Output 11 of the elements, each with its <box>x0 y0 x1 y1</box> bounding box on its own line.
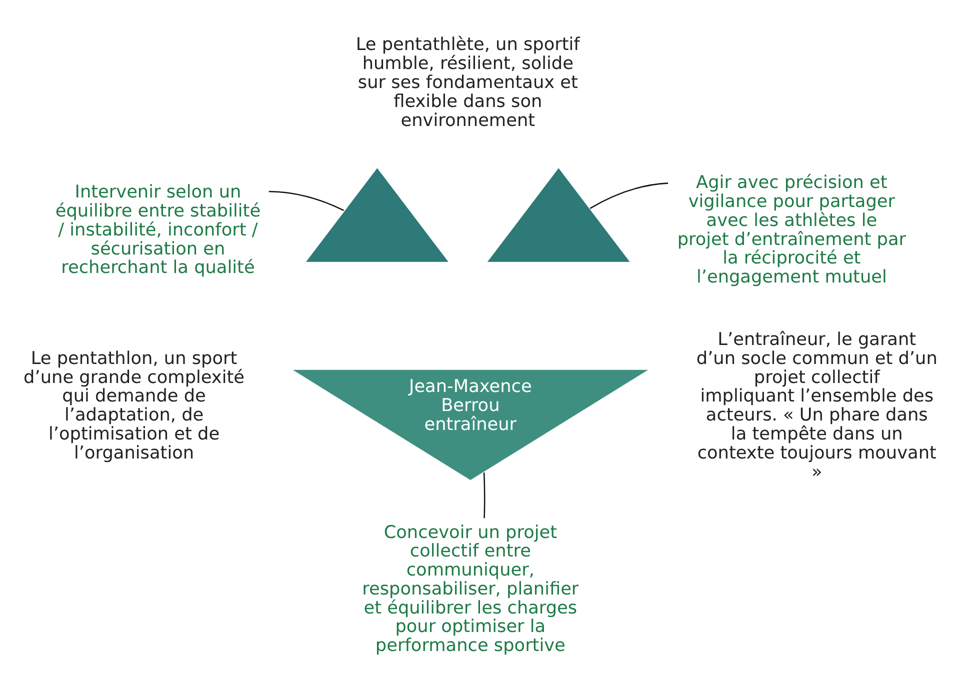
connector <box>590 182 668 209</box>
connector <box>268 190 344 211</box>
node-text: Agir avec précision et vigilance pour partager avec les athlètes le projet d’entraînement par la réciprocité et l’engagement mutuel <box>677 172 906 288</box>
node-triangle <box>484 166 632 263</box>
label: Le pentathlon, un sport d’une grande complexité qui demande de l’adaptation, de l’optimisation et de l’organisation <box>24 348 245 463</box>
label: L’entraîneur, le garant d’un socle commun et d’un projet collectif impliquant l’ensemble des acteurs. « Un phare dans la tempête dans un contexte toujours mouvant » <box>696 329 938 482</box>
node-text: Intervenir selon un équilibre entre stabilité / instabilité, inconfort / sécurisation en recherchant la qualité <box>55 182 261 278</box>
connector <box>483 472 486 518</box>
label: Le pentathlète, un sportif humble, résilient, solide sur ses fondamentaux et flexible dans son environnement <box>356 34 580 130</box>
node-text: Concevoir un projet collectif entre communiquer, responsabiliser, planifier et équilibrer les charges pour optimiser la performance sportive <box>362 522 579 656</box>
node-triangle <box>303 166 451 263</box>
